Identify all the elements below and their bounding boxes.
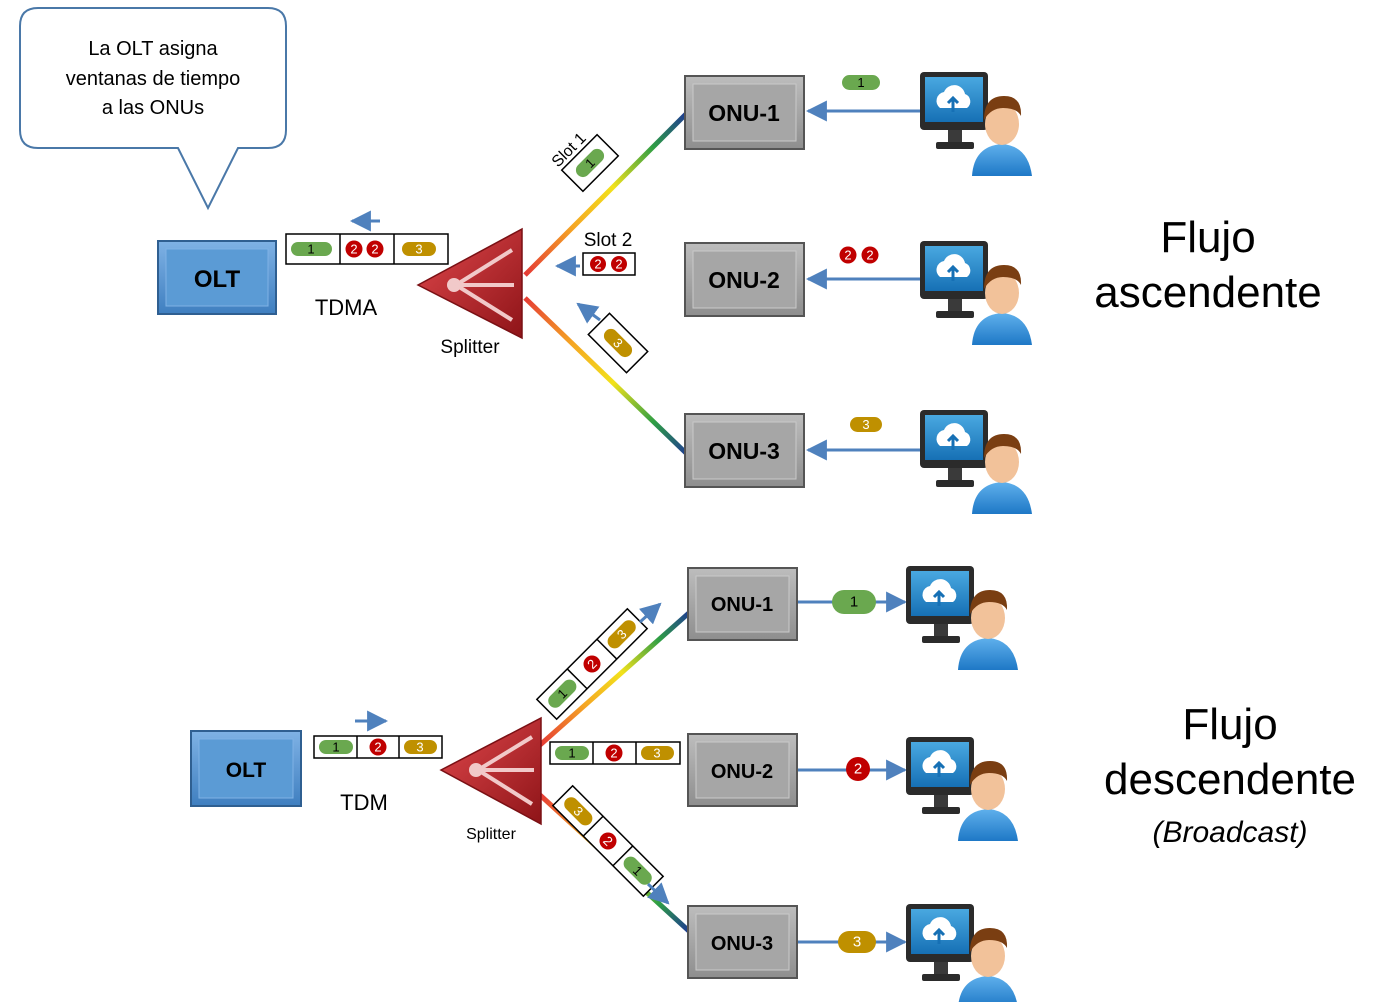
downstream-title-line-2: descendente	[1104, 755, 1356, 804]
downstream-user-2-icon	[904, 735, 1020, 843]
upstream-onu-1: ONU-1	[684, 75, 805, 150]
downstream-frame-onu1: 1 2 3	[535, 607, 649, 721]
downstream-user-3-icon	[904, 902, 1020, 1002]
downstream-frame-cell-1: 1	[332, 740, 339, 755]
upstream-frame-cell-2b: 2	[371, 242, 378, 257]
downstream-onu-2-label: ONU-2	[711, 761, 773, 783]
downstream-user-1-icon	[904, 564, 1020, 672]
downstream-mode-label: TDM	[340, 790, 388, 815]
downstream-user3-packet-label: 3	[853, 934, 861, 951]
upstream-user1-packet	[842, 75, 880, 90]
upstream-olt-label: OLT	[194, 266, 241, 293]
downstream-onu3-frame-arrow	[646, 882, 670, 905]
upstream-onu-2-label: ONU-2	[708, 267, 780, 293]
downstream-olt-label: OLT	[226, 759, 267, 782]
upstream-onu-3: ONU-3	[684, 413, 805, 488]
upstream-onu-2: ONU-2	[684, 242, 805, 317]
upstream-section: OLT TDMA 1 2 2 3 Splitter	[157, 70, 1322, 516]
upstream-fiber-onu1	[523, 110, 690, 277]
downstream-frame-onu2: 1 2 3	[549, 741, 681, 765]
upstream-slot2-cell-b: 2	[615, 257, 622, 272]
downstream-onu2-frame-cell-3: 3	[653, 746, 660, 761]
upstream-user3-packet-label: 3	[862, 417, 869, 432]
upstream-slot2-cell-a: 2	[594, 257, 601, 272]
downstream-user2-packet	[846, 757, 870, 781]
downstream-onu2-frame-cell-2: 2	[610, 746, 617, 761]
upstream-frame-cell-3: 3	[415, 242, 422, 257]
callout-bubble: La OLT asigna ventanas de tiempo a las O…	[19, 7, 287, 211]
upstream-splitter	[416, 227, 523, 340]
downstream-onu-2: ONU-2	[687, 733, 798, 807]
downstream-onu-1-label: ONU-1	[711, 594, 773, 616]
upstream-user-1-icon	[918, 70, 1034, 178]
downstream-user3-packet	[838, 931, 876, 953]
upstream-splitter-label: Splitter	[440, 337, 500, 358]
upstream-title-line-1: Flujo	[1160, 213, 1255, 262]
upstream-frame: 1 2 2 3	[285, 233, 449, 265]
upstream-user2-packet-b	[861, 246, 879, 264]
downstream-frame-cell-3: 3	[416, 740, 423, 755]
downstream-splitter	[439, 716, 542, 826]
upstream-olt: OLT	[157, 240, 277, 315]
downstream-frame-cell-2: 2	[374, 740, 381, 755]
downstream-onu-3: ONU-3	[687, 905, 798, 979]
upstream-mode-label: TDMA	[315, 295, 378, 320]
downstream-onu2-frame-cell-1: 1	[568, 746, 575, 761]
upstream-user-3-icon	[918, 408, 1034, 516]
downstream-section: OLT TDM 1 2 3 Splitter 1	[190, 564, 1356, 1002]
callout-line-3: a las ONUs	[102, 97, 204, 119]
upstream-slot2-packet: 2 2	[582, 252, 636, 276]
upstream-slot3-arrow	[576, 302, 601, 324]
upstream-onu-3-label: ONU-3	[708, 438, 780, 464]
upstream-user2-packet-a	[839, 246, 857, 264]
downstream-title-line-3: (Broadcast)	[1152, 816, 1307, 849]
upstream-user3-packet	[850, 417, 882, 432]
upstream-user1-packet-label: 1	[857, 75, 864, 90]
upstream-slot2-label: Slot 2	[584, 230, 633, 251]
downstream-onu-3-label: ONU-3	[711, 933, 773, 955]
downstream-onu-1: ONU-1	[687, 567, 798, 641]
upstream-frame-cell-1: 1	[307, 242, 314, 257]
upstream-onu-1-label: ONU-1	[708, 100, 780, 126]
downstream-fiber-onu1	[538, 610, 692, 747]
callout-line-2: ventanas de tiempo	[66, 68, 241, 90]
callout-line-1: La OLT asigna	[88, 38, 218, 60]
upstream-frame-cell-2a: 2	[350, 242, 357, 257]
downstream-user2-packet-label: 2	[854, 761, 862, 778]
downstream-user1-packet	[832, 590, 876, 614]
upstream-user-2-icon	[918, 239, 1034, 347]
upstream-title-line-2: ascendente	[1094, 268, 1322, 317]
downstream-onu1-frame-arrow	[638, 602, 662, 625]
upstream-slot3-packet: 3	[587, 312, 649, 374]
downstream-olt: OLT	[190, 730, 302, 807]
downstream-frame: 1 2 3	[313, 735, 443, 759]
upstream-user2-packet-b-label: 2	[866, 248, 873, 263]
downstream-user1-packet-label: 1	[850, 594, 858, 611]
downstream-title-line-1: Flujo	[1182, 700, 1277, 749]
upstream-fiber-onu3	[523, 296, 690, 457]
downstream-frame-onu3: 3 2 1	[551, 784, 665, 898]
upstream-user2-packet-a-label: 2	[844, 248, 851, 263]
upstream-slot1-packet: 1	[560, 133, 620, 193]
downstream-splitter-label: Splitter	[466, 826, 516, 843]
